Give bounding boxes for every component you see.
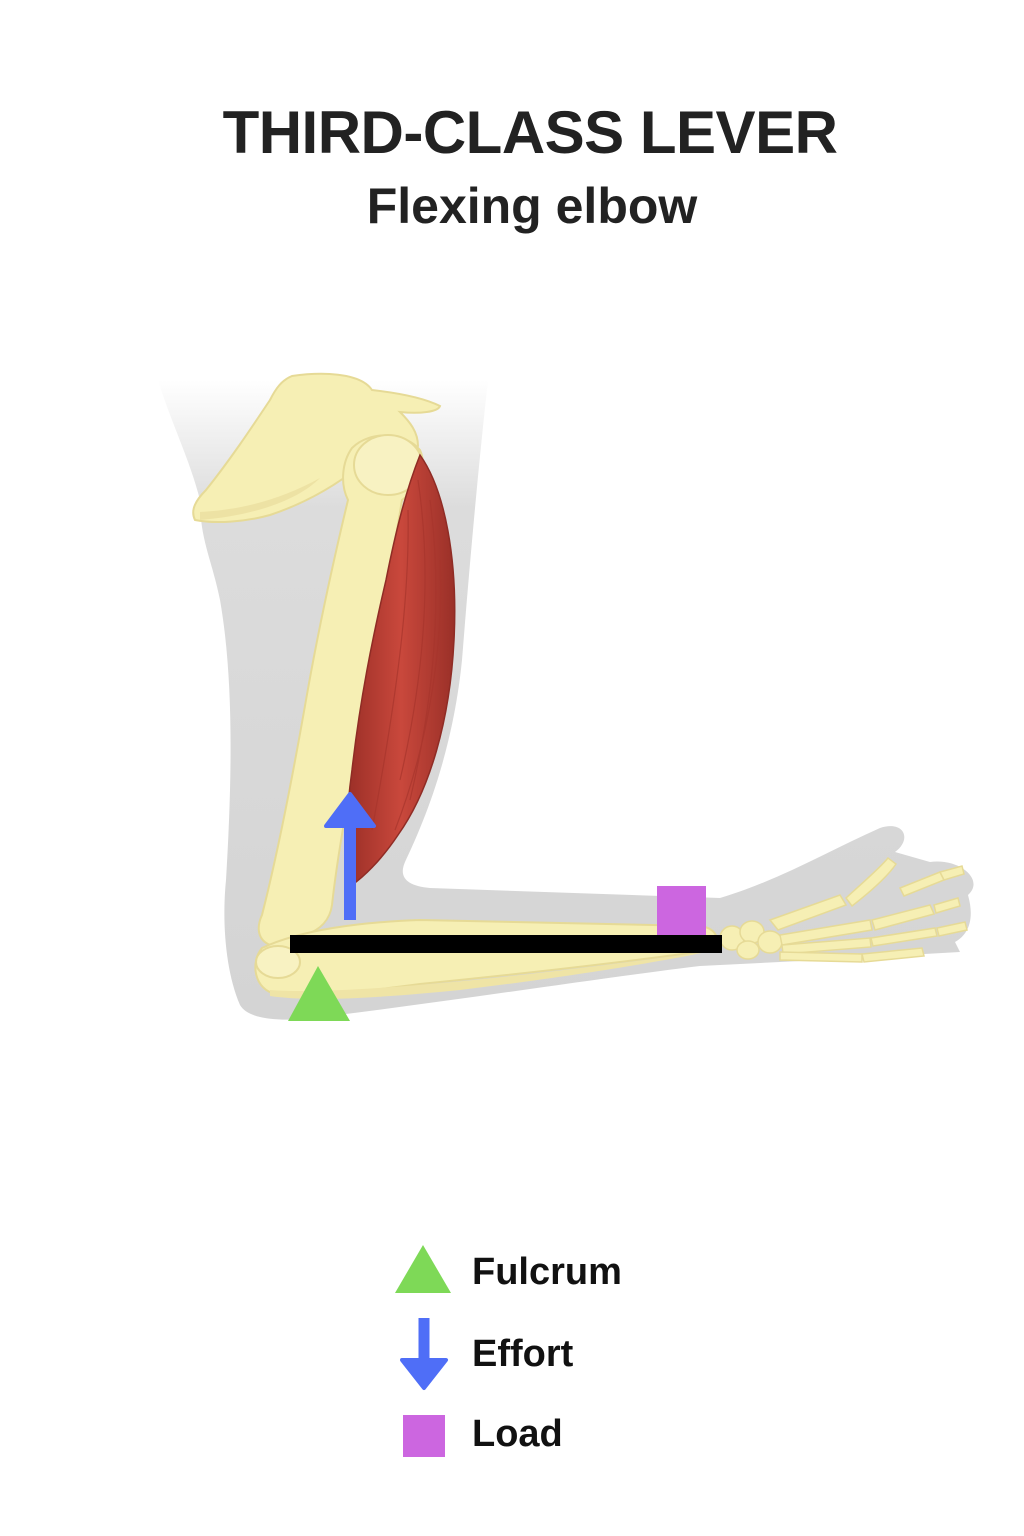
diagram-title: THIRD-CLASS LEVER xyxy=(222,99,838,166)
legend-item-effort: Effort xyxy=(390,1314,690,1390)
legend-label-fulcrum: Fulcrum xyxy=(472,1251,622,1293)
legend-label-effort: Effort xyxy=(472,1333,574,1375)
legend-item-load: Load xyxy=(390,1412,690,1472)
arrow-down-icon xyxy=(400,1318,448,1390)
effort-arrow xyxy=(324,792,376,920)
load-marker xyxy=(657,886,706,935)
legend-item-fulcrum: Fulcrum xyxy=(390,1242,690,1302)
fulcrum-marker xyxy=(288,966,350,1021)
legend-label-load: Load xyxy=(472,1413,563,1455)
square-icon xyxy=(403,1415,445,1457)
olecranon xyxy=(255,945,301,979)
diagram-subtitle: Flexing elbow xyxy=(366,178,698,234)
triangle-icon xyxy=(395,1245,451,1293)
lever-bar xyxy=(290,935,722,953)
